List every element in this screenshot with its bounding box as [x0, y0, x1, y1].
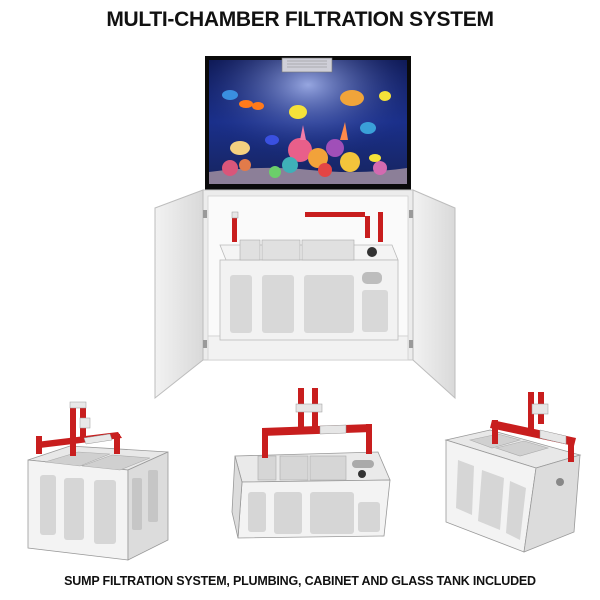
sump-view-right-angle — [444, 392, 582, 553]
page-title: MULTI-CHAMBER FILTRATION SYSTEM — [106, 8, 494, 31]
sump-view-front — [231, 388, 391, 539]
aquarium-tank — [205, 56, 411, 190]
fish — [222, 90, 391, 162]
sump-in-cabinet — [219, 211, 399, 341]
coral-reef — [222, 122, 387, 178]
footer-caption: SUMP FILTRATION SYSTEM, PLUMBING, CABINE… — [64, 574, 536, 588]
sump-view-left-angle — [27, 401, 169, 561]
